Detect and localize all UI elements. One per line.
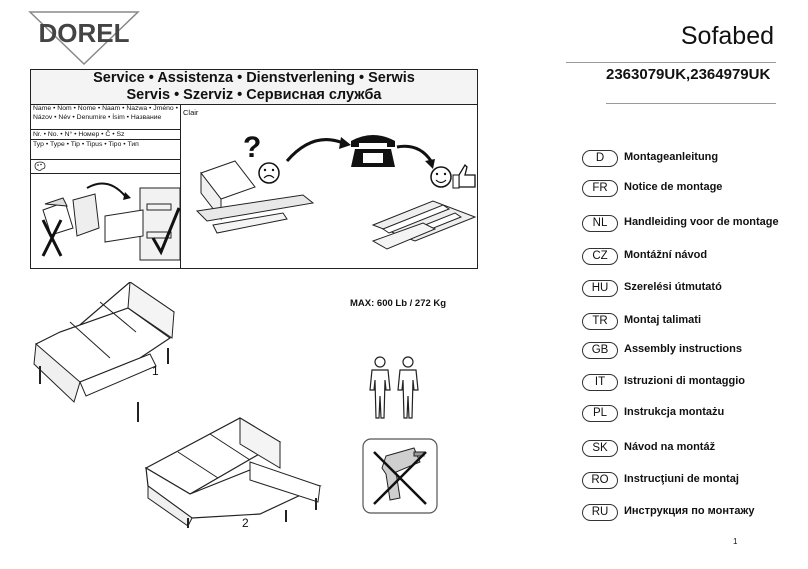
service-heading-line1: Service • Assistenza • Dienstverlening •… [93,70,415,86]
number-field-label: Nr. • No. • N° • Номер • Č • Sz [31,130,181,140]
language-code-badge: D [582,150,618,167]
question-mark: ? [243,131,261,164]
language-code-badge: GB [582,342,618,359]
max-load-label: MAX: 600 Lb / 272 Kg [350,298,447,309]
service-divider [180,104,181,269]
language-code-badge: HU [582,280,618,297]
sad-face-icon [258,162,280,184]
language-code-badge: RU [582,504,618,521]
telephone-icon [351,135,395,167]
language-title: Istruzioni di montaggio [624,375,745,387]
color-value: Clair [183,108,199,117]
filing-cabinet-illustration [41,182,180,261]
service-box: Service • Assistenza • Dienstverlening •… [30,69,478,269]
language-code-badge: FR [582,180,618,197]
paint-palette-icon [34,161,46,171]
language-code-badge: IT [582,374,618,391]
type-field-label: Typ • Type • Tip • Tipus • Tipo • Тип [31,140,181,160]
two-person-assembly-icon [369,356,419,419]
language-title: Assembly instructions [624,343,742,355]
language-title: Handleiding voor de montage [624,216,779,228]
color-icon-row [31,160,181,174]
service-heading-line2: Servis • Szerviz • Сервисная служба [126,87,382,103]
language-code-badge: SK [582,440,618,457]
language-title: Instrukcja montażu [624,406,725,418]
title-rule [566,62,776,63]
figure-1-label: 1 [152,364,159,378]
sofa-figure-1 [33,282,175,422]
language-code-badge: NL [582,215,618,232]
service-heading: Service • Assistenza • Dienstverlening •… [31,70,477,105]
service-info-table: Name • Nom • Nome • Naam • Nazwa • Jméno… [31,104,181,174]
brand-wordmark: DOREL [39,18,130,48]
models-rule [606,103,776,104]
page-number: 1 [733,537,738,546]
model-numbers: 2363079UK,2364979UK [606,66,771,83]
language-code-badge: CZ [582,248,618,265]
happy-face-icon [430,166,452,188]
no-power-drill-icon [362,438,438,514]
language-code-badge: PL [582,405,618,422]
document-title: Sofabed [680,22,774,50]
sofa-figure-2 [144,417,322,528]
figure-2-label: 2 [242,516,249,530]
language-code-badge: RO [582,472,618,489]
language-title: Montageanleitung [624,151,719,163]
language-title: Montaj talimati [624,314,702,326]
language-title: Инструкция по монтажу [624,505,755,517]
service-flow-illustration: ? [195,131,477,250]
language-code-badge: TR [582,313,618,330]
thumbs-up-icon [452,163,476,189]
dorel-logo: DOREL [28,11,140,66]
language-title: Montážní návod [624,249,708,261]
name-field-label: Name • Nom • Nome • Naam • Nazwa • Jméno… [31,104,181,130]
language-title: Návod na montáž [624,441,716,453]
language-title: Instrucţiuni de montaj [624,473,739,485]
language-title: Notice de montage [624,181,723,193]
language-title: Szerelési útmutató [624,281,722,293]
